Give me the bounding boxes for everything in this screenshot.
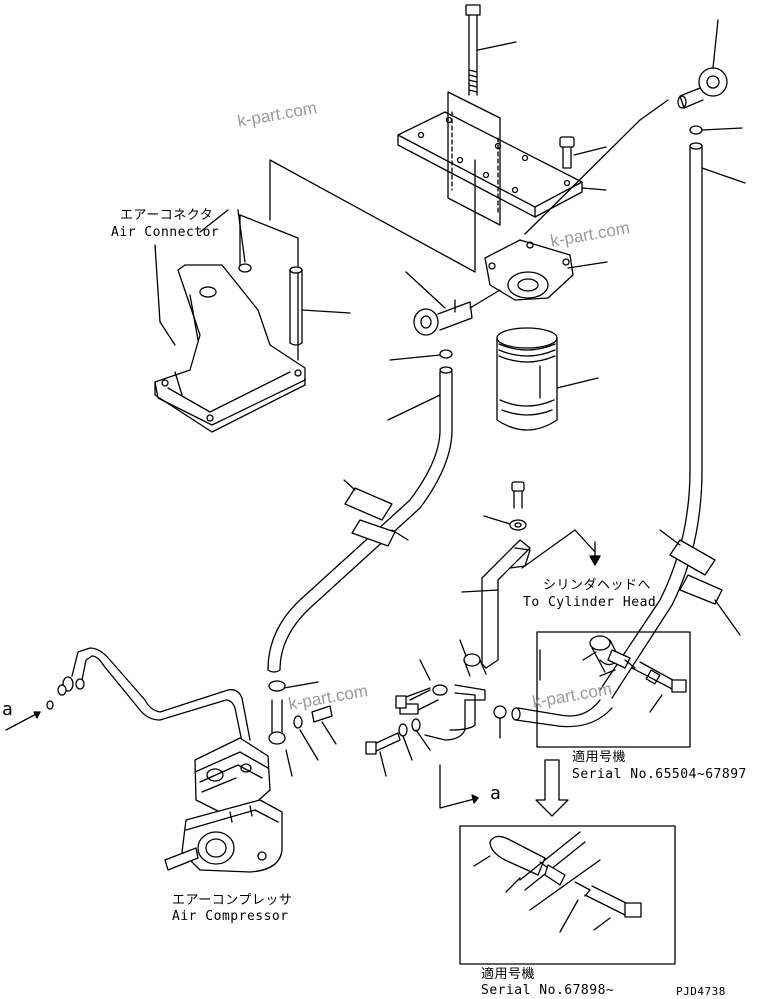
spacer-mid — [459, 639, 487, 677]
small-bolt-mid — [483, 481, 527, 531]
air-compressor-pipe — [5, 647, 251, 743]
banjo-fitting-right — [677, 19, 728, 109]
inset-box-1 — [536, 631, 691, 748]
pipe-bundle-mid — [398, 659, 507, 761]
filter-cartridge — [496, 327, 599, 431]
serial-1-label-jp: 適用号機 — [572, 750, 627, 765]
filter-head — [484, 99, 669, 301]
arrow-between-insets — [535, 759, 569, 817]
long-bolt — [465, 4, 517, 96]
air-connector-label-en: Air Connector — [111, 225, 220, 240]
hose-left — [267, 366, 453, 673]
air-connector-housing — [154, 159, 476, 433]
serial-1-label-en: Serial No.65504~67897 — [572, 767, 747, 782]
cylinder-head-label-en: To Cylinder Head — [523, 595, 657, 610]
view-a-left-label: a — [2, 699, 14, 720]
small-bolt-top — [559, 136, 607, 169]
bolt-mid-upper — [395, 687, 431, 709]
cylinder-head-label-jp: シリンダヘッドへ — [543, 578, 652, 593]
washer-left — [389, 349, 453, 361]
compressor-fittings — [268, 680, 337, 777]
washer-right — [689, 125, 743, 135]
serial-2-label-en: Serial No.67898~ — [481, 983, 615, 998]
view-a-bottom-arrow — [439, 764, 479, 809]
spacer-tube-connector — [289, 266, 351, 346]
inset-box-2 — [459, 825, 676, 965]
drawing-code: PJD4738 — [676, 985, 726, 998]
air-connector-label-jp: エアーコネクタ — [120, 208, 214, 223]
air-compressor-body — [164, 737, 283, 873]
air-compressor-label-jp: エアーコンプレッサ — [172, 893, 293, 908]
hose-short-right — [511, 699, 613, 728]
mounting-plate — [397, 91, 607, 273]
hose-right — [599, 142, 746, 699]
elbow-fitting-left — [405, 271, 501, 336]
serial-2-label-jp: 適用号機 — [481, 967, 536, 982]
bolt-mid-left — [365, 732, 401, 777]
view-a-bottom-label: a — [490, 783, 502, 804]
air-compressor-label-en: Air Compressor — [172, 909, 289, 924]
